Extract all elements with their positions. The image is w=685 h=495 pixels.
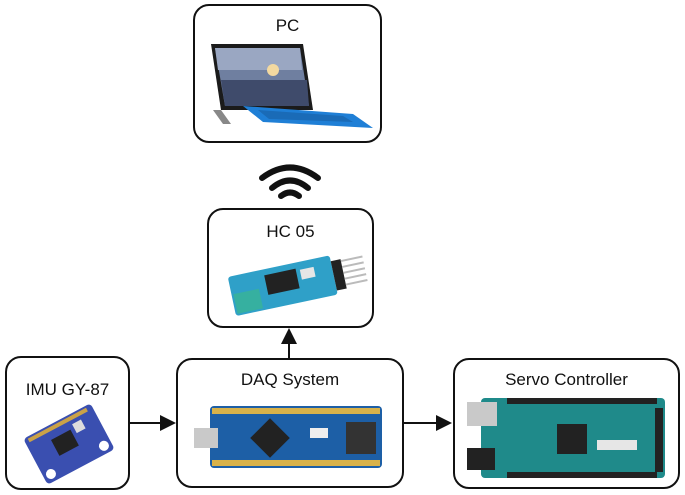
bluetooth-module-icon xyxy=(228,255,368,316)
imu-label: IMU GY-87 xyxy=(25,380,110,399)
imu-sensor-board-icon xyxy=(24,404,114,484)
tablet-laptop-icon xyxy=(211,44,373,128)
servo-label: Servo Controller xyxy=(505,370,628,389)
imu-node: IMU GY-87 xyxy=(5,356,130,490)
pc-node: PC xyxy=(193,4,382,143)
wifi-icon xyxy=(259,164,321,199)
servo-node: Servo Controller xyxy=(453,358,680,489)
pc-label: PC xyxy=(275,16,300,35)
arduino-mega-icon xyxy=(467,398,665,478)
hc05-label: HC 05 xyxy=(266,222,315,241)
hc05-node: HC 05 xyxy=(207,208,374,328)
daq-label: DAQ System xyxy=(240,370,340,389)
daq-node: DAQ System xyxy=(176,358,404,488)
arduino-nano-icon xyxy=(194,406,382,468)
